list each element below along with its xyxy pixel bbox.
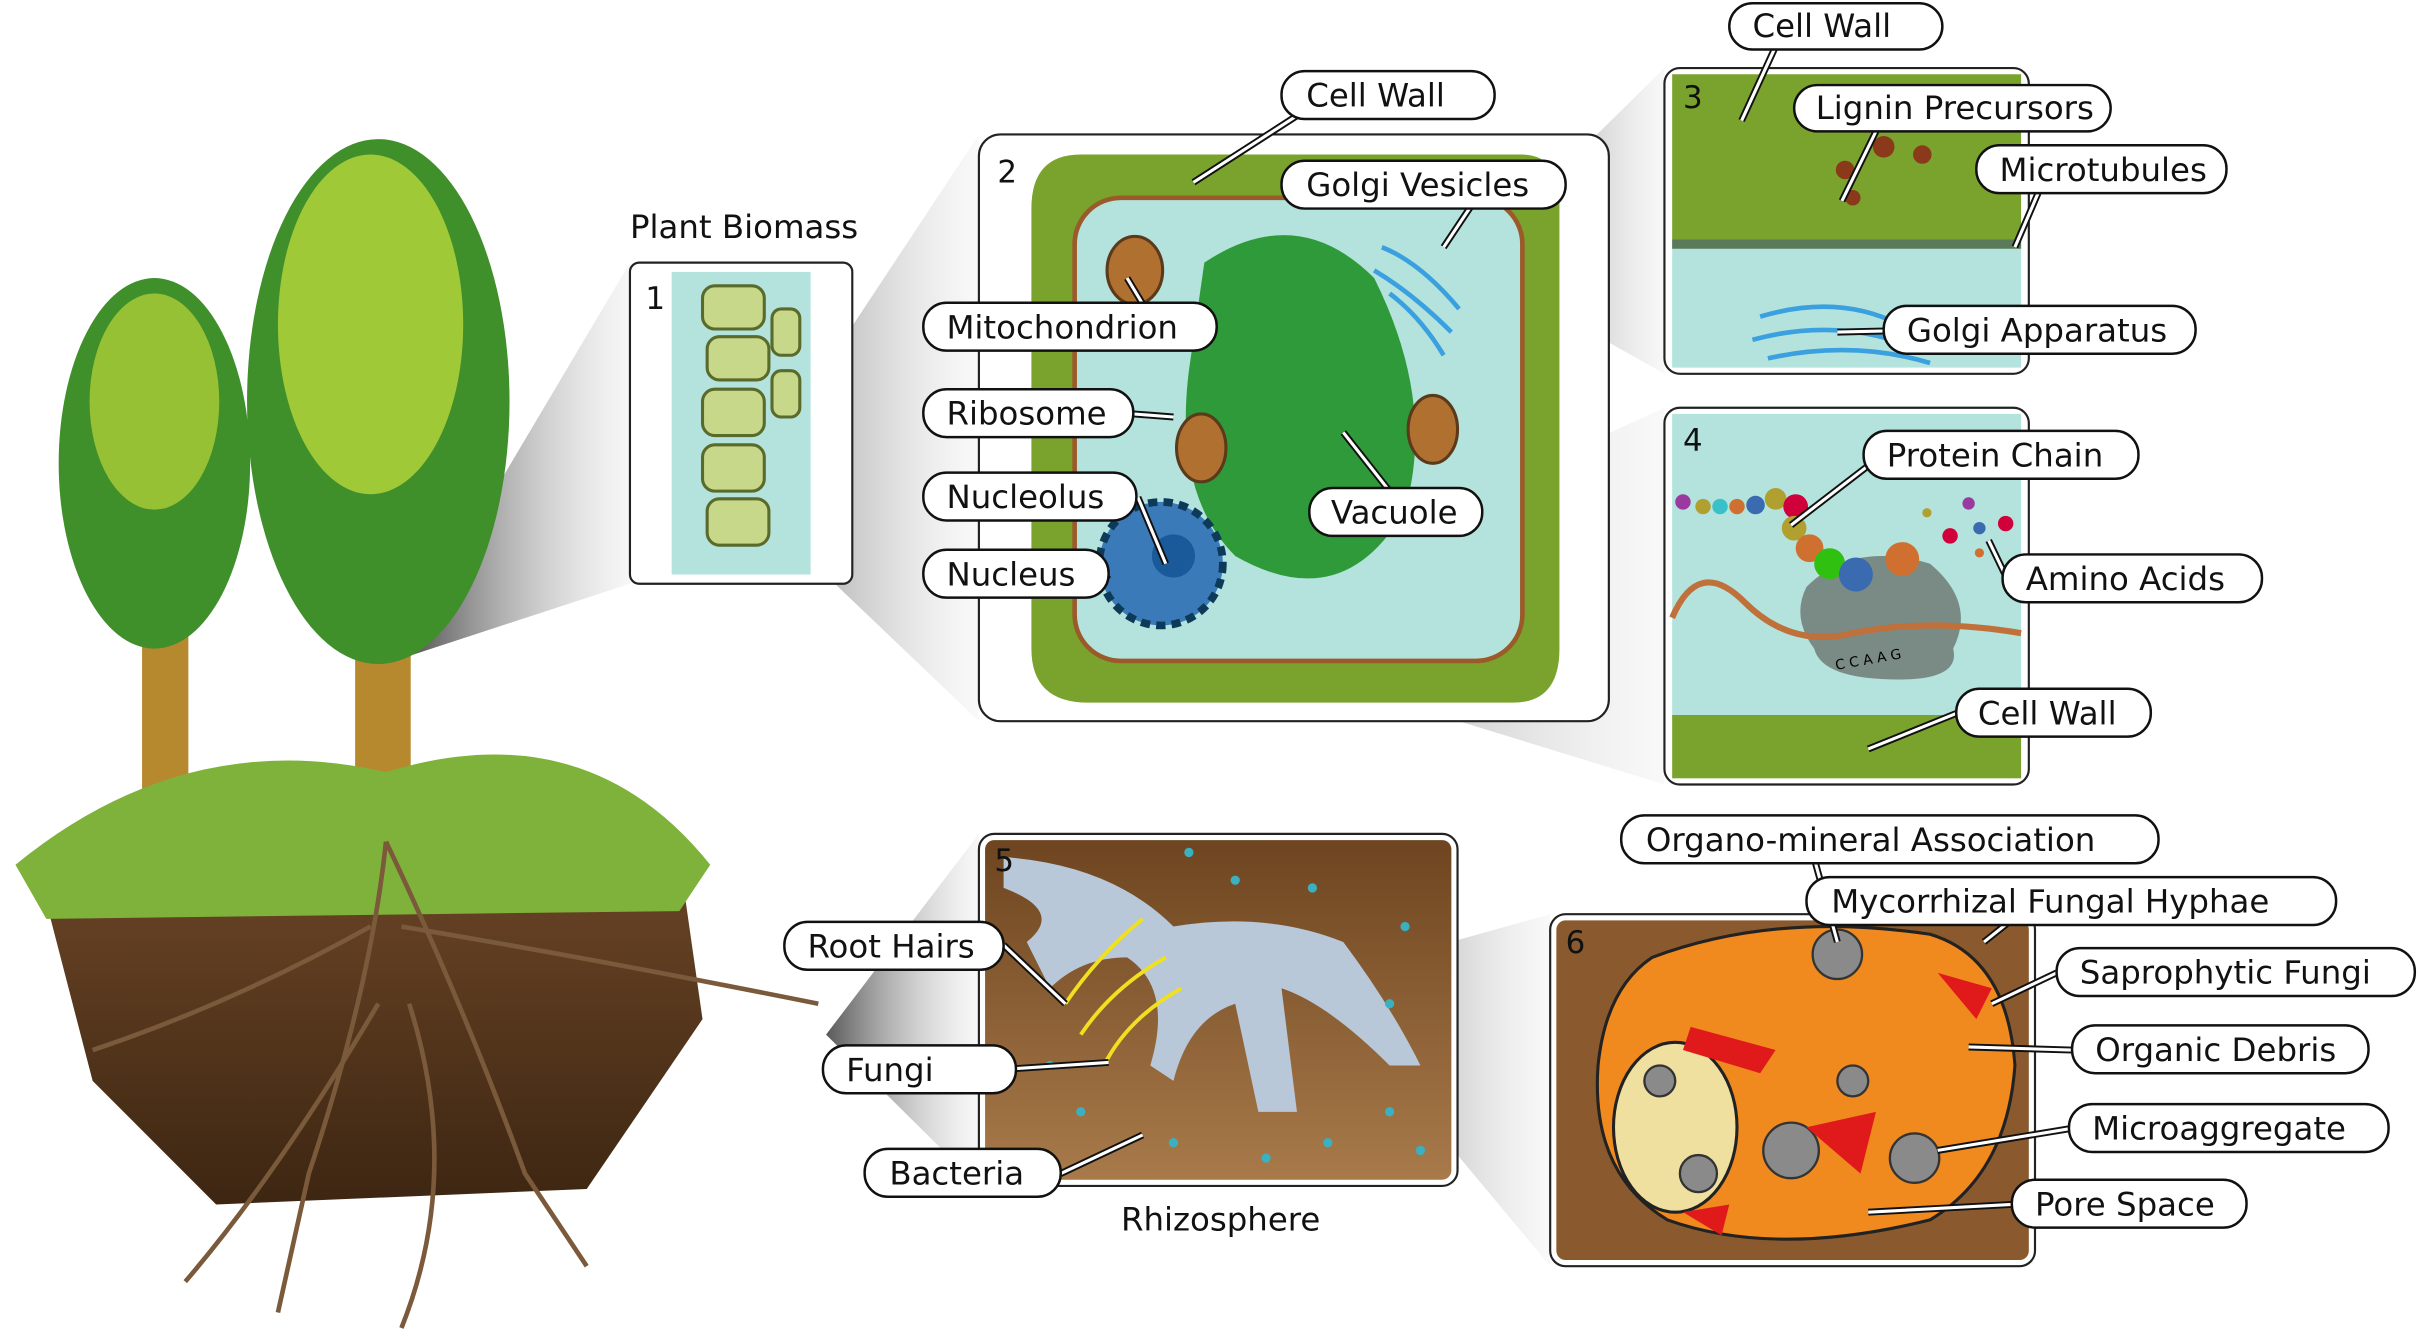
svg-text:Mycorrhizal Fungal Hyphae: Mycorrhizal Fungal Hyphae bbox=[1831, 883, 2269, 921]
svg-text:Root Hairs: Root Hairs bbox=[808, 927, 975, 965]
label-amino-acids: Amino Acids bbox=[2001, 553, 2264, 604]
panel-number: 5 bbox=[994, 843, 1014, 879]
svg-text:Fungi: Fungi bbox=[846, 1051, 934, 1089]
label-cell-wall-top: Cell Wall bbox=[1728, 1, 1944, 51]
svg-text:Nucleus: Nucleus bbox=[946, 555, 1075, 593]
label-mycorrhizal-fungal-hyphae: Mycorrhizal Fungal Hyphae bbox=[1805, 875, 2338, 927]
label-cell-wall-panel4: Cell Wall bbox=[1955, 687, 2153, 738]
label-saprophytic-fungi: Saprophytic Fungi bbox=[2055, 946, 2417, 998]
svg-text:Pore Space: Pore Space bbox=[2035, 1185, 2215, 1223]
label-fungi: Fungi bbox=[821, 1044, 1018, 1095]
label-bacteria: Bacteria bbox=[863, 1147, 1062, 1198]
panel-number: 3 bbox=[1683, 80, 1703, 116]
label-root-hairs: Root Hairs bbox=[783, 920, 1005, 972]
svg-text:Saprophytic Fungi: Saprophytic Fungi bbox=[2080, 954, 2371, 992]
plant-biomass-heading: Plant Biomass bbox=[630, 208, 858, 246]
svg-text:Organo-mineral Association: Organo-mineral Association bbox=[1646, 821, 2095, 859]
label-cell-wall-panel2: Cell Wall bbox=[1280, 69, 1496, 121]
label-organo-mineral-association: Organo-mineral Association bbox=[1619, 814, 2160, 865]
panel-2-plant-cell: 2 bbox=[977, 133, 1610, 723]
svg-text:Amino Acids: Amino Acids bbox=[2026, 560, 2225, 598]
panel-number: 1 bbox=[645, 281, 665, 317]
panel-6-soil-aggregate: 6 bbox=[1549, 913, 2037, 1268]
svg-text:Cell Wall: Cell Wall bbox=[1306, 77, 1445, 115]
svg-text:Ribosome: Ribosome bbox=[946, 395, 1106, 433]
svg-text:Nucleolus: Nucleolus bbox=[946, 478, 1104, 516]
svg-text:Golgi Vesicles: Golgi Vesicles bbox=[1306, 166, 1529, 204]
label-golgi-apparatus: Golgi Apparatus bbox=[1882, 304, 2197, 355]
label-nucleolus: Nucleolus bbox=[922, 471, 1138, 522]
label-organic-debris: Organic Debris bbox=[2070, 1024, 2370, 1075]
svg-text:Organic Debris: Organic Debris bbox=[2095, 1031, 2336, 1069]
svg-text:Bacteria: Bacteria bbox=[889, 1154, 1024, 1192]
panel-number: 2 bbox=[997, 154, 1017, 190]
label-microtubules: Microtubules bbox=[1975, 144, 2228, 195]
panel-5-rhizosphere: 5 bbox=[977, 832, 1459, 1188]
svg-text:Protein Chain: Protein Chain bbox=[1887, 436, 2103, 474]
label-nucleus: Nucleus bbox=[922, 548, 1110, 599]
svg-text:Cell Wall: Cell Wall bbox=[1978, 694, 2117, 732]
svg-text:Microaggregate: Microaggregate bbox=[2092, 1110, 2346, 1148]
panel-number: 6 bbox=[1566, 925, 1586, 961]
label-ribosome: Ribosome bbox=[922, 387, 1135, 439]
panel-4-protein-synthesis: C C A A G 4 bbox=[1663, 406, 2030, 786]
label-microaggregate: Microaggregate bbox=[2067, 1102, 2390, 1154]
panel-number: 4 bbox=[1683, 423, 1703, 459]
trees-and-soil-illustration bbox=[15, 139, 819, 1329]
svg-text:Mitochondrion: Mitochondrion bbox=[946, 308, 1177, 346]
label-protein-chain: Protein Chain bbox=[1862, 429, 2140, 481]
rhizosphere-heading: Rhizosphere bbox=[1121, 1201, 1320, 1239]
svg-text:Microtubules: Microtubules bbox=[1999, 151, 2206, 189]
label-vacuole: Vacuole bbox=[1308, 486, 1484, 538]
svg-text:Cell Wall: Cell Wall bbox=[1752, 7, 1891, 45]
label-lignin-precursors: Lignin Precursors bbox=[1792, 83, 2112, 133]
svg-text:Vacuole: Vacuole bbox=[1331, 494, 1458, 532]
svg-text:Lignin Precursors: Lignin Precursors bbox=[1816, 89, 2094, 127]
label-mitochondrion: Mitochondrion bbox=[922, 301, 1218, 352]
label-golgi-vesicles: Golgi Vesicles bbox=[1280, 159, 1567, 210]
svg-text:Golgi Apparatus: Golgi Apparatus bbox=[1907, 311, 2167, 349]
panel-1-plant-biomass: 1 bbox=[628, 261, 854, 585]
label-pore-space: Pore Space bbox=[2010, 1178, 2248, 1229]
